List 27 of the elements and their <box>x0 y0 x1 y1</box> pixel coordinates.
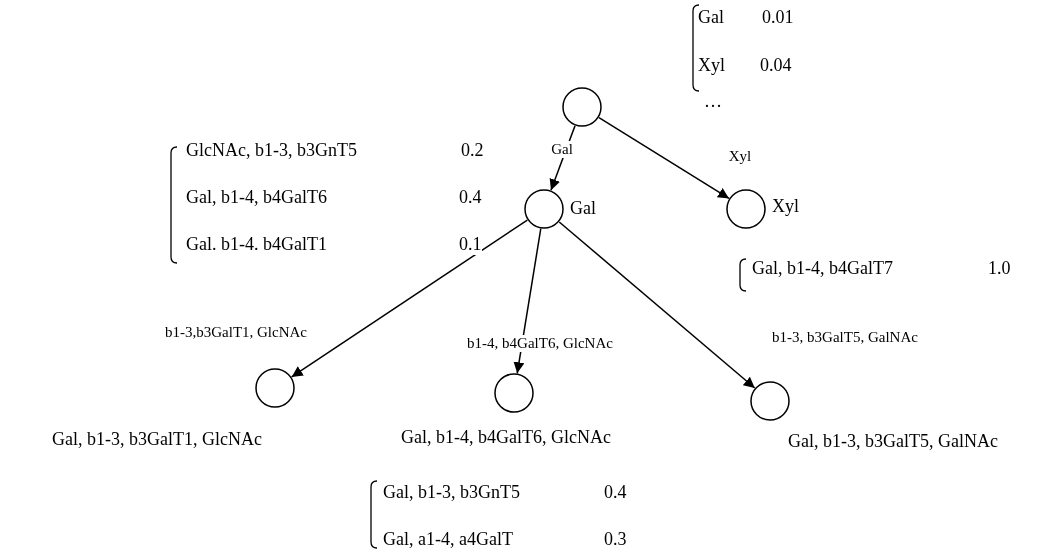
list-text: Gal, b1-4, b4GalT6 <box>186 188 327 208</box>
list-text: Xyl <box>698 56 725 76</box>
list-text: Gal, b1-3, b3GnT5 <box>383 483 520 503</box>
node-label: Gal, b1-3, b3GalT5, GalNAc <box>788 432 998 452</box>
edge-label: b1-3, b3GalT5, GalNAc <box>771 329 919 346</box>
edge-label: Xyl <box>727 148 753 165</box>
node-label: Gal, b1-3, b3GalT1, GlcNAc <box>52 430 262 450</box>
node-label: Xyl <box>772 197 799 217</box>
list-text: Gal, b1-4, b4GalT7 <box>752 259 893 279</box>
arrow <box>513 228 542 374</box>
node-circle <box>524 189 564 229</box>
node-circle <box>562 87 602 127</box>
arrow <box>290 219 529 378</box>
edge-label: Gal <box>550 141 574 158</box>
node-circle <box>750 381 790 421</box>
list-text: GlcNAc, b1-3, b3GnT5 <box>186 141 357 161</box>
node-circle <box>726 189 766 229</box>
node-label: Gal <box>570 199 596 219</box>
edge-label: b1-4, b4GalT6, GlcNAc <box>466 335 614 352</box>
arrow <box>558 221 756 389</box>
node-circle <box>255 368 295 408</box>
arrow <box>598 116 730 200</box>
edge-label: b1-3,b3GalT1, GlcNAc <box>164 324 308 341</box>
node-label: Gal, b1-4, b4GalT6, GlcNAc <box>401 428 611 448</box>
list-text: Gal, a1-4, a4GalT <box>383 530 513 549</box>
node-circle <box>494 373 534 413</box>
list-text: 0.1 <box>459 235 482 255</box>
